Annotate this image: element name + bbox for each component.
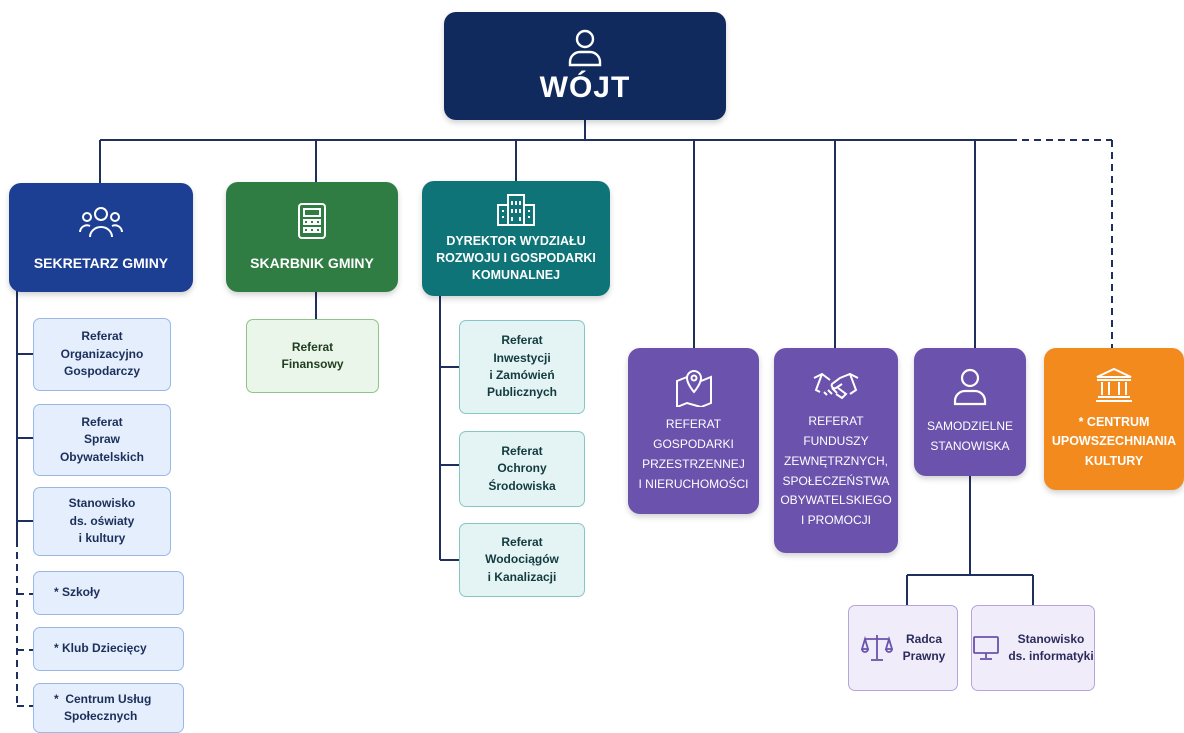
head-box-wojt: WÓJT bbox=[444, 12, 726, 120]
sub-unit-referat-finansowy: Referat Finansowy bbox=[246, 319, 379, 393]
office-building-icon bbox=[497, 194, 535, 227]
head-title: WÓJT bbox=[539, 71, 631, 104]
unit-referat-funduszy: REFERAT FUNDUSZY ZEWNĘTRZNYCH, SPOŁECZEŃ… bbox=[774, 348, 898, 553]
unit-label: REFERAT GOSPODARKI PRZESTRZENNEJ I NIERU… bbox=[638, 417, 749, 491]
sub-unit-stanowisko-oswiaty: Stanowisko ds. oświaty i kultury bbox=[33, 487, 171, 556]
unit-label: SKARBNIK GMINY bbox=[250, 255, 374, 271]
unit-label: SEKRETARZ GMINY bbox=[33, 254, 169, 271]
sub-unit-referat-organizacyjno-gospodarczy: Referat Organizacyjno Gospodarczy bbox=[33, 318, 171, 391]
sub-unit-szkoly: * Szkoły bbox=[33, 571, 184, 615]
position-radca-prawny: Radca Prawny bbox=[848, 605, 958, 691]
sub-unit-referat-inwestycji: Referat Inwestycji i Zamówień Publicznyc… bbox=[459, 320, 585, 414]
scales-icon bbox=[860, 635, 893, 661]
people-group-icon bbox=[79, 206, 123, 237]
sub-unit-referat-ochrony-srodowiska: Referat Ochrony Środowiska bbox=[459, 431, 585, 507]
institution-building-icon bbox=[1096, 367, 1132, 402]
unit-skarbnik-gminy: SKARBNIK GMINY bbox=[226, 182, 398, 292]
sub-unit-centrum-uslug-spolecznych: * Centrum Usług Społecznych bbox=[33, 683, 184, 733]
calculator-icon bbox=[298, 203, 326, 239]
unit-centrum-upowszechniania-kultury: * CENTRUM UPOWSZECHNIANIA KULTURY bbox=[1044, 348, 1184, 490]
map-pin-icon bbox=[675, 370, 712, 408]
unit-dyrektor-wydzialu: DYREKTOR WYDZIAŁU ROZWOJU I GOSPODARKI K… bbox=[422, 181, 610, 296]
unit-label: SAMODZIELNE STANOWISKA bbox=[926, 419, 1013, 453]
unit-label: REFERAT FUNDUSZY ZEWNĘTRZNYCH, SPOŁECZEŃ… bbox=[780, 414, 892, 528]
unit-referat-gospodarki-przestrzennej: REFERAT GOSPODARKI PRZESTRZENNEJ I NIERU… bbox=[628, 348, 759, 514]
sub-unit-referat-wodociagow: Referat Wodociągów i Kanalizacji bbox=[459, 523, 585, 597]
sub-unit-referat-spraw-obywatelskich: Referat Spraw Obywatelskich bbox=[33, 404, 171, 476]
unit-samodzielne-stanowiska: SAMODZIELNE STANOWISKA bbox=[914, 348, 1026, 476]
unit-label: * CENTRUM UPOWSZECHNIANIA KULTURY bbox=[1051, 414, 1177, 468]
sub-unit-klub-dzieciecy: * Klub Dziecięcy bbox=[33, 627, 184, 671]
handshake-icon bbox=[813, 372, 859, 400]
person-icon bbox=[568, 29, 602, 67]
unit-label: DYREKTOR WYDZIAŁU ROZWOJU I GOSPODARKI K… bbox=[436, 234, 596, 282]
unit-sekretarz-gminy: SEKRETARZ GMINY bbox=[9, 183, 193, 292]
person-icon bbox=[953, 369, 987, 406]
monitor-icon bbox=[973, 636, 1000, 660]
position-stanowisko-informatyki: Stanowisko ds. informatyki bbox=[971, 605, 1095, 691]
